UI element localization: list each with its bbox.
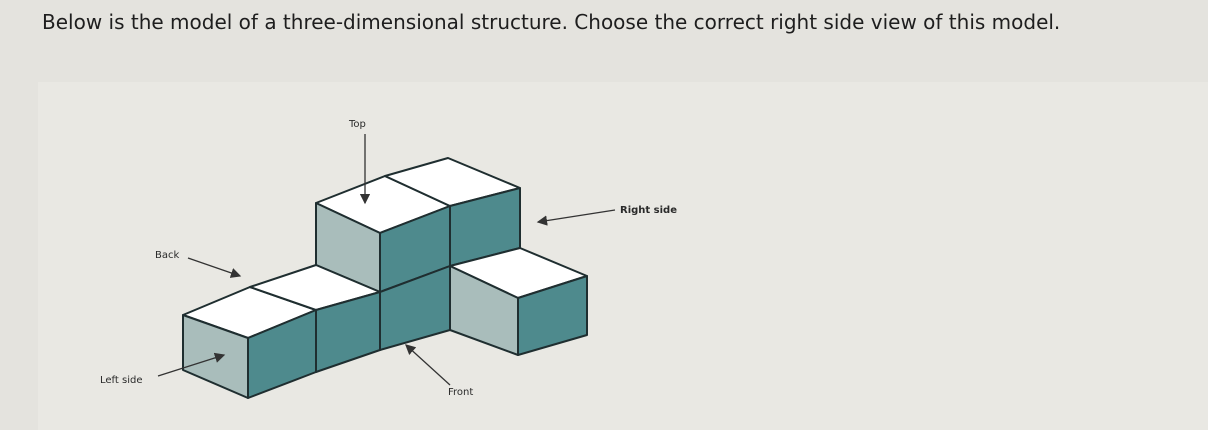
- top-label: Top: [348, 119, 366, 130]
- back-arrow: [187, 257, 242, 278]
- right-side-label: Right side: [620, 205, 677, 216]
- right-side-arrow: [536, 209, 616, 226]
- left-side-arrow: [157, 352, 226, 377]
- question-text: Below is the model of a three-dimensiona…: [42, 10, 1061, 34]
- left-side-label: Left side: [100, 375, 142, 386]
- cube-front-face: [379, 265, 451, 351]
- cube-front-face: [517, 275, 588, 356]
- front-arrow: [405, 344, 451, 386]
- front-label: Front: [448, 387, 473, 398]
- back-label: Back: [155, 250, 179, 261]
